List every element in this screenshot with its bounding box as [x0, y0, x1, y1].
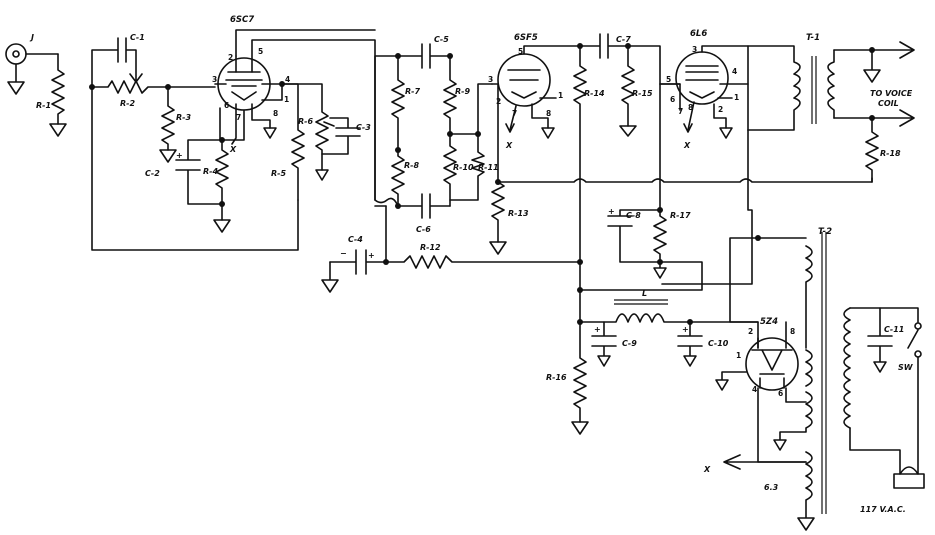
v1-pin6: 6: [224, 101, 229, 110]
r17-label: R-17: [670, 211, 691, 220]
v2-label: 6SF5: [514, 33, 538, 43]
input-network: C-1 R-2: [89, 33, 299, 251]
v4-pin4: 4: [752, 385, 757, 394]
c9-plus: +: [594, 325, 601, 334]
v3-pin6: 6: [670, 95, 675, 104]
v1-label: 6SC7: [230, 15, 254, 25]
tube-v2-6sf5: 6SF5 5 3 2 7 8 1 X: [488, 33, 581, 150]
c8-plus: +: [608, 207, 615, 216]
r9-label: R-9: [455, 87, 470, 96]
v3-label: 6L6: [690, 29, 707, 39]
heater-x-label: X: [703, 465, 711, 474]
t2-label: T-2: [818, 227, 832, 237]
v3-heater-x: X: [683, 141, 691, 150]
r13-label: R-13: [508, 209, 529, 218]
v1-pin5: 5: [258, 47, 263, 56]
c9-label: C-9: [622, 339, 637, 348]
v1-pin2: 2: [228, 53, 233, 62]
v2-pin8: 8: [546, 109, 551, 118]
v4-pin8: 8: [790, 327, 795, 336]
v3-pin4: 4: [732, 67, 737, 76]
v4-pin1: 1: [736, 351, 741, 360]
r10-label: R-10: [453, 163, 474, 172]
v3-pin1: 1: [734, 93, 739, 102]
v4-pin2: 2: [748, 327, 753, 336]
v2-pin7: 7: [512, 109, 517, 118]
v1-pin8: 8: [273, 109, 278, 118]
c4-minus: −: [340, 249, 347, 258]
mains-label: 117 V.A.C.: [860, 505, 906, 514]
v3-pin3: 3: [692, 45, 697, 54]
t1-label: T-1: [806, 33, 820, 43]
power-transformer: T-2 C-11 SW X 6.3 117 V.A.C.: [703, 227, 925, 531]
v2-pin5: 5: [518, 47, 523, 56]
v1-pin4: 4: [285, 75, 290, 84]
cathode-network-v1: + C-2 R-4: [145, 107, 231, 233]
c8-label: C-8: [626, 211, 641, 220]
r7-label: R-7: [405, 87, 420, 96]
c7-label: C-7: [616, 35, 631, 44]
v1-heater-x: X: [229, 145, 237, 154]
v1-pin7: 7: [236, 113, 241, 122]
c10-plus: +: [682, 325, 689, 334]
v3-pin7: 7: [678, 107, 683, 116]
interstage-network: C-5 R-7 R-8 C-6 R-9 R-10 R-11: [374, 35, 499, 265]
c6-label: C-6: [416, 225, 431, 234]
r15-label: R-15: [632, 89, 653, 98]
voice-label-2: COIL: [878, 99, 899, 108]
c5-label: C-5: [434, 35, 449, 44]
v3-pin8: 8: [688, 103, 693, 112]
v1-pin1: 1: [284, 95, 289, 104]
v2-pin1: 1: [558, 91, 563, 100]
r18-label: R-18: [880, 149, 901, 158]
v2-heater-x: X: [505, 141, 513, 150]
r12-label: R-12: [420, 243, 441, 252]
r14-label: R-14: [584, 89, 605, 98]
v2-pin3: 3: [488, 75, 493, 84]
v3-pin2: 2: [718, 105, 723, 114]
input-jack: J: [5, 33, 59, 95]
v4-pin6: 6: [778, 389, 783, 398]
c4-label: C-4: [348, 235, 363, 244]
c10-label: C-10: [708, 339, 729, 348]
jack-label: J: [29, 33, 34, 42]
r11-label: R-11: [478, 163, 499, 172]
r3-label: R-3: [176, 113, 191, 122]
resistor-r3: R-3: [159, 86, 191, 163]
tone-network: R-6 C-3: [281, 83, 371, 181]
resistor-r1: R-1: [36, 53, 67, 137]
c2-label: C-2: [145, 169, 160, 178]
cathode-network-v3: + C-8 R-17: [607, 83, 753, 285]
tube-v3-6l6: 6L6 3 4 5 6 7 8 2 1 X: [666, 29, 749, 150]
tube-v4-5z4: 5Z4 2 8 1 4 6: [715, 317, 807, 463]
coupling-v2-v3: R-14 C-7 R-15: [573, 33, 677, 263]
output-transformer: T-1 TO VOICE COIL R-18: [747, 33, 915, 183]
r4-label: R-4: [203, 167, 218, 176]
heater-voltage-label: 6.3: [764, 483, 779, 492]
r5-label: R-5: [271, 169, 286, 178]
r16-label: R-16: [546, 373, 567, 382]
c4-plus: +: [368, 251, 375, 260]
c2-plus: +: [176, 151, 183, 160]
tube-v1-6sc7: 6SC7 2 5 3 4 6 7 8 1 X: [212, 15, 376, 201]
c3-label: C-3: [356, 123, 371, 132]
decoupling-c4-r12: − + C-4 R-12: [321, 235, 583, 293]
c1-label: C-1: [130, 33, 145, 42]
v3-pin5: 5: [666, 75, 671, 84]
v4-label: 5Z4: [760, 317, 778, 327]
resistor-r5: R-5: [271, 83, 305, 201]
v1-pin3: 3: [212, 75, 217, 84]
l-label: L: [642, 289, 647, 298]
voice-label-1: TO VOICE: [870, 89, 913, 98]
r2-label: R-2: [120, 99, 135, 108]
power-supply-filter: + C-9 L + C-10 R-16: [546, 261, 759, 435]
r1-label: R-1: [36, 101, 51, 110]
c11-label: C-11: [884, 325, 904, 334]
sw-label: SW: [898, 363, 914, 372]
r6-label: R-6: [298, 117, 313, 126]
r8-label: R-8: [404, 161, 419, 170]
